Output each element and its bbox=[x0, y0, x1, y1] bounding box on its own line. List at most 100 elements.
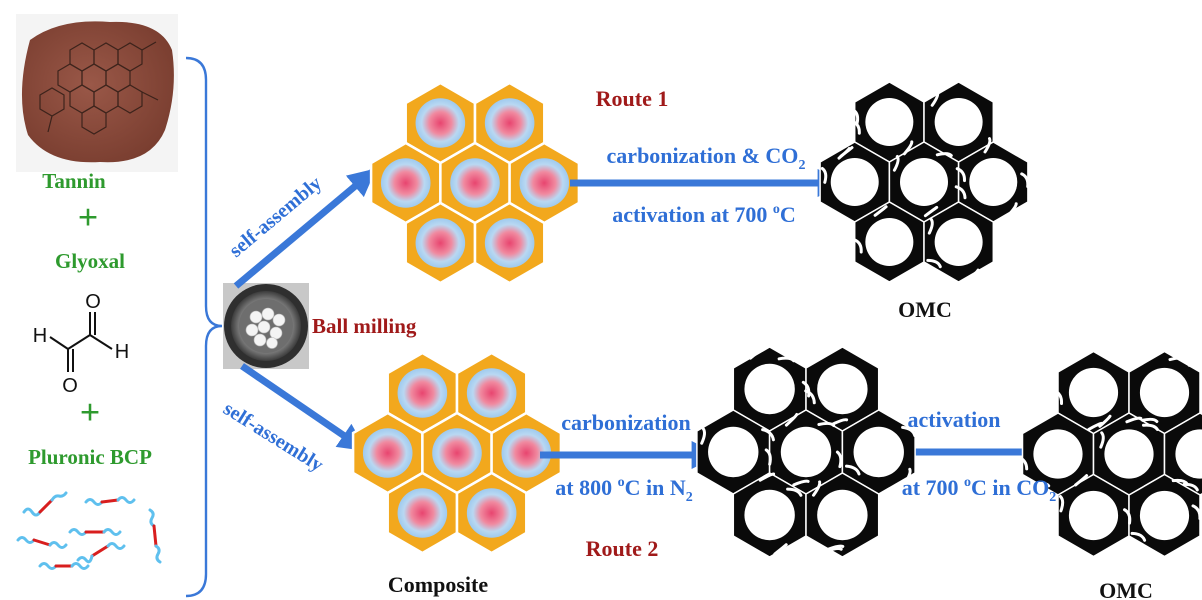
micelle-core bbox=[484, 218, 535, 268]
mesopore bbox=[865, 98, 914, 146]
micropore-crack bbox=[1006, 202, 1018, 217]
micropore-crack bbox=[903, 467, 912, 485]
route-2-activation-condition: at 700 oC in CO2 bbox=[902, 475, 1057, 505]
composite-label: Composite bbox=[388, 572, 488, 597]
micelle-core bbox=[484, 98, 535, 148]
omc-label-route-2: OMC bbox=[1099, 578, 1153, 600]
micelle-core bbox=[415, 98, 466, 148]
micropore-crack bbox=[935, 152, 953, 157]
mesopore bbox=[969, 158, 1018, 206]
micropore-crack bbox=[955, 167, 967, 183]
micropore-crack bbox=[784, 413, 799, 427]
micropore-crack bbox=[983, 137, 992, 154]
omc-carbon-structure-route-1 bbox=[819, 81, 1030, 284]
micropore-crack bbox=[850, 119, 861, 135]
micropore-crack bbox=[1099, 431, 1105, 449]
glyoxal-o-top: O bbox=[85, 291, 101, 313]
omc-carbon-structure-route-2 bbox=[1016, 350, 1202, 558]
left-brace bbox=[185, 56, 223, 598]
micropore-crack bbox=[927, 217, 934, 235]
mesopore bbox=[1104, 429, 1154, 479]
mesopore bbox=[1175, 429, 1202, 479]
carbon-structure-after-carbonization bbox=[696, 346, 917, 558]
micelle-core bbox=[432, 428, 482, 478]
tannin-powder-image bbox=[16, 14, 178, 172]
mesopore bbox=[1139, 367, 1190, 418]
micelle-core bbox=[501, 428, 552, 478]
micropore-crack bbox=[1123, 508, 1132, 525]
mesopore bbox=[708, 426, 759, 478]
micropore-crack bbox=[845, 464, 861, 476]
route-2-carbonization-condition-sup: o bbox=[618, 475, 625, 490]
route-2-carbonization-label: carbonization bbox=[561, 410, 691, 435]
tannin-label: Tannin bbox=[42, 169, 106, 193]
micropore-crack bbox=[700, 427, 706, 445]
ball-mill-jar-image bbox=[223, 283, 309, 369]
route-2-activation-condition-sub: 2 bbox=[1049, 490, 1056, 505]
mesopore bbox=[817, 489, 868, 541]
micropore-crack bbox=[1142, 423, 1159, 431]
glyoxal-structure bbox=[49, 312, 113, 372]
mesopore bbox=[900, 158, 948, 206]
mesopore bbox=[934, 98, 983, 146]
mesopore bbox=[744, 363, 795, 415]
mesopore bbox=[1033, 429, 1083, 479]
micelle-core bbox=[397, 368, 448, 418]
omc-label-route-1: OMC bbox=[898, 297, 952, 322]
mesopore bbox=[744, 489, 795, 541]
glyoxal-h-right: H bbox=[115, 341, 129, 363]
micelle-core bbox=[519, 158, 570, 208]
micropore-crack bbox=[901, 425, 917, 438]
micelle-core bbox=[466, 368, 517, 418]
micropore-crack bbox=[839, 146, 854, 158]
micropore-crack bbox=[820, 167, 828, 184]
mesopore bbox=[817, 363, 868, 415]
route-1-condition-line1-sub: 2 bbox=[798, 158, 805, 173]
route-1-label: Route 1 bbox=[596, 86, 669, 111]
plus-sign-1: + bbox=[78, 197, 99, 237]
composite-hexagon-cluster-top bbox=[369, 81, 581, 285]
micropore-crack bbox=[773, 543, 788, 556]
route-1-condition-line2-sup: o bbox=[773, 202, 780, 217]
glyoxal-o-bottom: O bbox=[62, 375, 78, 397]
micropore-crack bbox=[812, 480, 822, 497]
micropore-crack bbox=[1016, 455, 1029, 471]
micropore-crack bbox=[852, 238, 863, 254]
route-1-condition-line2: activation at 700 oC bbox=[612, 202, 796, 227]
route-2-activation-condition-text: at 700 bbox=[902, 475, 964, 500]
micropore-crack bbox=[1168, 356, 1186, 362]
glyoxal-label: Glyoxal bbox=[55, 249, 125, 273]
mesopore bbox=[934, 218, 983, 266]
mesopore bbox=[1139, 490, 1190, 541]
self-assembly-arrow-down bbox=[240, 363, 367, 452]
mesopore bbox=[830, 158, 879, 206]
micropore-crack bbox=[801, 380, 811, 398]
route-2-carbonization-condition-sub: 2 bbox=[686, 490, 693, 505]
micropore-crack bbox=[1125, 416, 1143, 424]
micropore-crack bbox=[1191, 504, 1202, 520]
micropore-crack bbox=[894, 272, 909, 284]
micropore-crack bbox=[1141, 417, 1159, 423]
route-1-condition-line2-text: activation at 700 bbox=[612, 202, 773, 227]
micropore-crack bbox=[892, 155, 900, 172]
micropore-crack bbox=[758, 472, 776, 482]
micelle-core bbox=[466, 488, 517, 538]
micropore-crack bbox=[1182, 482, 1199, 492]
route-1-condition-line1-text: carbonization & CO bbox=[607, 143, 799, 168]
micropore-crack bbox=[966, 268, 980, 282]
route-2-carbonization-condition-tail: C in N bbox=[625, 475, 686, 500]
self-assembly-arrow-up bbox=[233, 168, 377, 289]
micropore-crack bbox=[817, 421, 836, 427]
micropore-crack bbox=[777, 356, 796, 363]
micropore-crack bbox=[825, 547, 843, 553]
micropore-crack bbox=[1053, 389, 1064, 405]
composite-hexagon-cluster-bottom bbox=[351, 351, 563, 555]
micelle-core bbox=[380, 158, 431, 208]
micropore-crack bbox=[1030, 481, 1048, 488]
micropore-crack bbox=[926, 258, 942, 269]
micelle-core bbox=[450, 158, 500, 208]
micropore-crack bbox=[749, 346, 763, 360]
micropore-crack bbox=[792, 479, 810, 487]
micelle-core bbox=[362, 428, 413, 478]
